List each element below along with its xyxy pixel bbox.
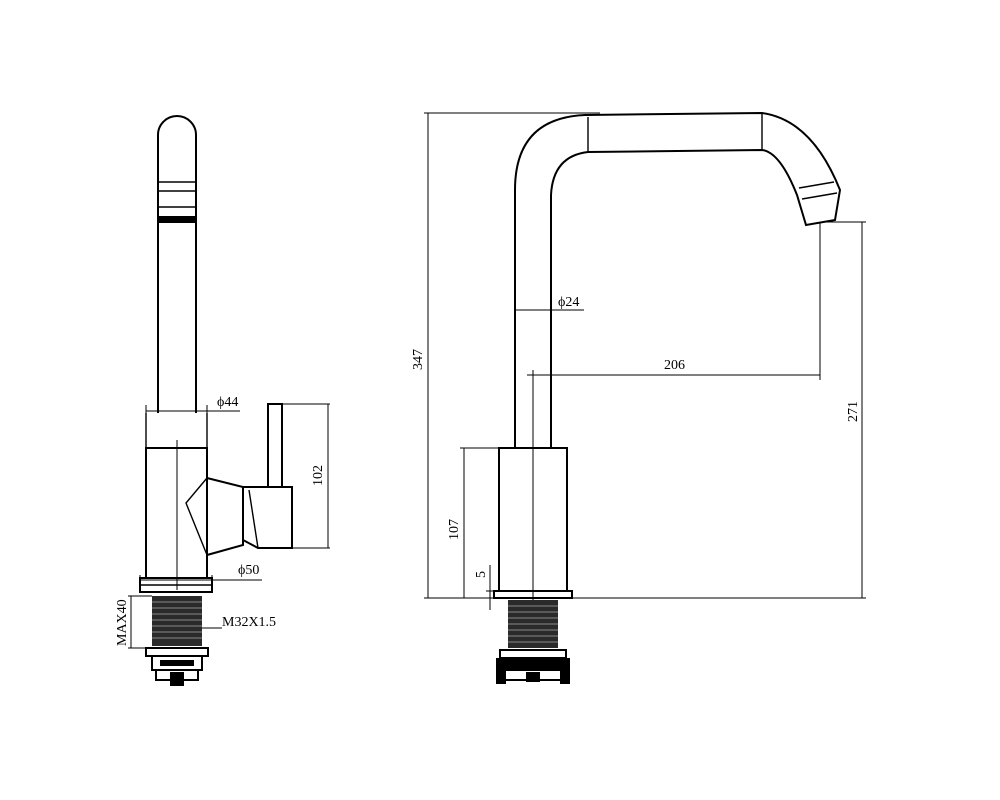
front-base-plate [493, 590, 573, 599]
dim-total-height: 347 [411, 349, 426, 370]
front-view: 347 ϕ24 206 271 107 5 [411, 111, 866, 684]
aerator-ring [158, 216, 196, 223]
dim-body-height: 107 [447, 519, 462, 540]
dim-reach: 206 [664, 358, 685, 373]
dim-max-mount: MAX40 [115, 599, 130, 646]
dim-outlet-height: 271 [846, 401, 861, 422]
dim-handle-height: 102 [311, 465, 326, 486]
dim-base-thickness: 5 [474, 571, 489, 578]
dim-body-diameter: ϕ44 [217, 395, 238, 410]
dim-base-diameter: ϕ50 [238, 563, 259, 578]
front-washer [499, 649, 567, 659]
front-bracket [496, 658, 570, 670]
side-spout-tube [157, 115, 197, 413]
side-lever-handle [267, 403, 283, 488]
side-washer [145, 647, 209, 657]
side-view: ϕ44 102 ϕ50 M32X1.5 MAX40 [115, 115, 330, 686]
dim-spout-diameter: ϕ24 [558, 295, 579, 310]
dim-thread: M32X1.5 [222, 615, 276, 630]
front-spout [514, 111, 842, 448]
side-cartridge [206, 476, 244, 557]
